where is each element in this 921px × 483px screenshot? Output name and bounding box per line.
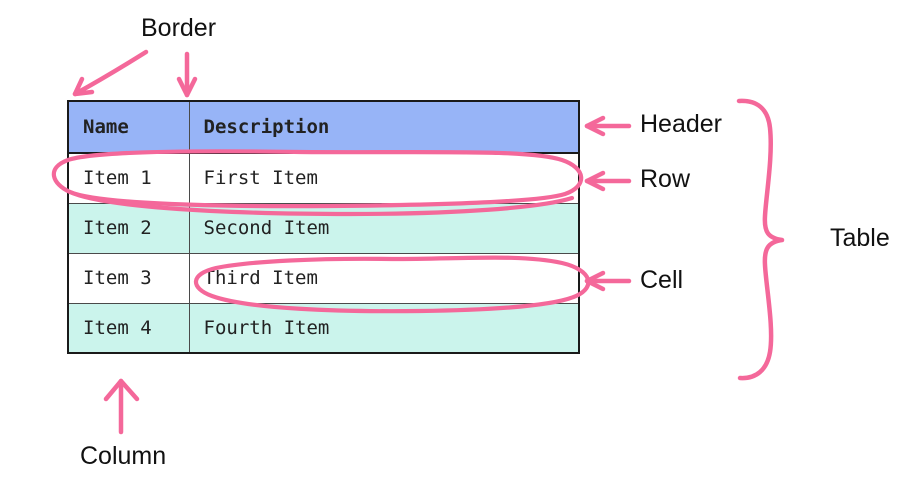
row-arrow — [584, 170, 632, 192]
annotation-label-cell: Cell — [640, 266, 684, 294]
cell-description: Third Item — [188, 252, 580, 304]
cell-description: First Item — [188, 152, 580, 204]
header-arrow — [584, 115, 632, 137]
annotation-label-column: Column — [80, 442, 167, 470]
table-row: Item 3 Third Item — [67, 252, 580, 304]
annotation-label-border: Border — [141, 14, 217, 42]
border-arrow-vertical — [176, 51, 198, 98]
cell-name: Item 2 — [67, 202, 190, 254]
table-row: Item 2 Second Item — [67, 202, 580, 254]
cell-description: Fourth Item — [188, 302, 580, 354]
cell-description: Second Item — [188, 202, 580, 254]
annotation-label-row: Row — [640, 165, 691, 193]
table-row: Item 1 First Item — [67, 152, 580, 204]
annotation-label-header: Header — [640, 110, 722, 138]
cell-name: Item 1 — [67, 152, 190, 204]
annotation-label-table: Table — [830, 224, 890, 252]
cell-name: Item 3 — [67, 252, 190, 304]
table-row: Item 4 Fourth Item — [67, 302, 580, 354]
border-arrow-diagonal — [72, 49, 149, 97]
cell-name: Item 4 — [67, 302, 190, 354]
cell-arrow — [584, 270, 632, 292]
header-row: Name Description — [67, 100, 580, 154]
table-body: Item 1 First Item Item 2 Second Item Ite… — [67, 152, 580, 354]
column-header-description: Description — [188, 100, 580, 154]
data-table: Name Description Item 1 First Item Item … — [67, 100, 580, 354]
table-header: Name Description — [67, 100, 580, 154]
column-header-name: Name — [67, 100, 190, 154]
column-arrow — [103, 378, 140, 435]
table-brace — [736, 98, 785, 381]
